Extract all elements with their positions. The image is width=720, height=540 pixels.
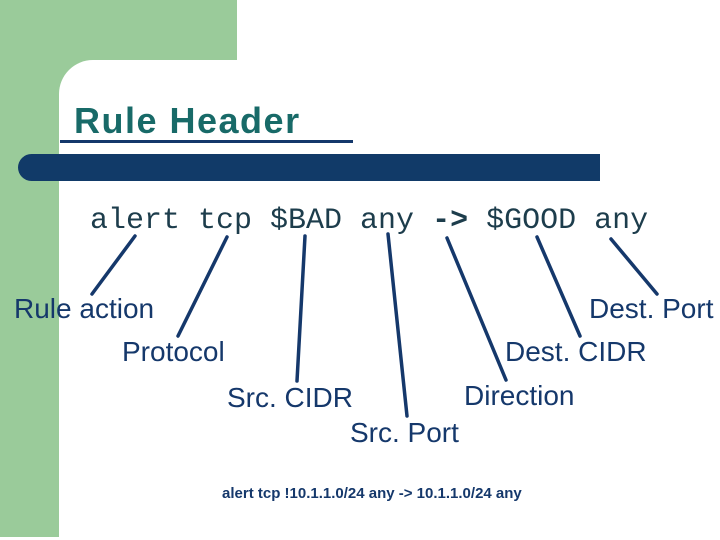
rule-suffix: $GOOD any bbox=[468, 204, 649, 238]
label-dest-cidr: Dest. CIDR bbox=[505, 336, 647, 367]
label-direction: Direction bbox=[464, 380, 575, 411]
top-green-band bbox=[0, 0, 237, 60]
rule-prefix: alert tcp $BAD any bbox=[90, 204, 433, 238]
label-rule-action: Rule action bbox=[14, 293, 155, 324]
left-green-strip bbox=[0, 0, 60, 537]
title-accent-bar bbox=[18, 154, 600, 181]
label-protocol: Protocol bbox=[122, 336, 225, 367]
example-rule-text: alert tcp !10.1.1.0/24 any -> 10.1.1.0/2… bbox=[222, 485, 522, 502]
title-underline-rule bbox=[60, 140, 353, 143]
snort-rule-text: alert tcp $BAD any -> $GOOD any bbox=[90, 206, 648, 236]
label-src-port: Src. Port bbox=[350, 417, 459, 448]
label-src-cidr: Src. CIDR bbox=[227, 382, 353, 413]
slide-title: Rule Header bbox=[74, 100, 301, 141]
rule-direction-arrow: -> bbox=[432, 204, 469, 238]
label-dest-port: Dest. Port bbox=[589, 293, 714, 324]
